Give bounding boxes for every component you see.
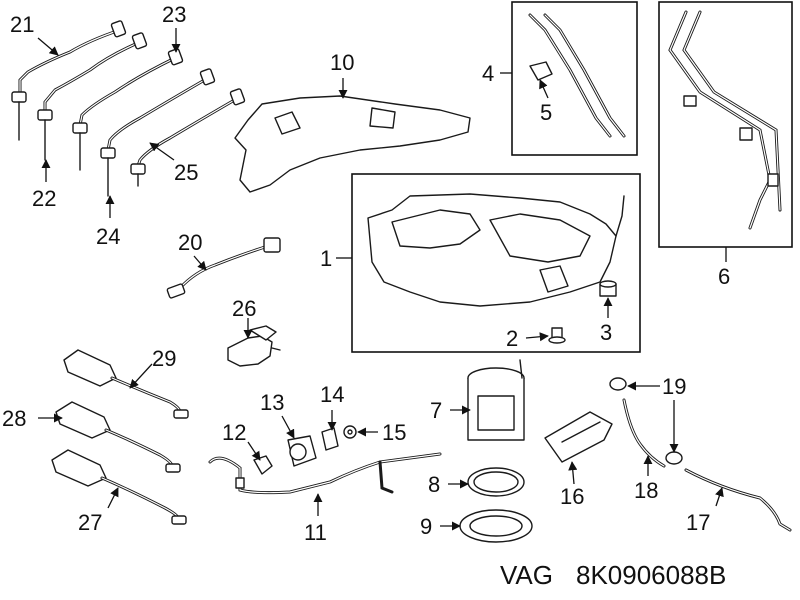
fuel-line-box-frame xyxy=(511,1,638,156)
nox-sensor-29 xyxy=(63,349,189,419)
clip-5 xyxy=(529,61,553,81)
callout-26: 26 xyxy=(232,296,256,321)
footer-brand: VAG xyxy=(500,560,553,590)
exhaust-temp-sensor-21 xyxy=(11,20,127,141)
leader-5 xyxy=(539,79,549,99)
callout-18: 18 xyxy=(634,478,658,503)
callout-16: 16 xyxy=(560,484,584,509)
callout-15: 15 xyxy=(382,420,406,445)
wiring-harness-11 xyxy=(208,452,442,495)
exhaust-temp-sensor-25 xyxy=(130,88,246,187)
leader-27 xyxy=(107,487,119,509)
leader-25 xyxy=(149,142,175,161)
callout-13: 13 xyxy=(260,390,284,415)
fuel-tank xyxy=(367,193,625,307)
callout-3: 3 xyxy=(600,320,612,345)
callout-8: 8 xyxy=(428,472,440,497)
fuel-pump-7 xyxy=(467,359,525,441)
control-module-16 xyxy=(544,411,613,463)
fuel-line-assembly-6 xyxy=(668,10,782,230)
exhaust-temp-sensor-22 xyxy=(37,32,148,161)
fuel-tank-frame xyxy=(351,173,641,353)
callout-27: 27 xyxy=(78,510,102,535)
leader-29 xyxy=(129,363,153,389)
fuel-line-4 xyxy=(528,13,626,138)
leader-21 xyxy=(37,37,59,56)
hose-18 xyxy=(622,398,666,468)
leader-16 xyxy=(568,461,578,485)
pressure-sensor-26 xyxy=(227,325,281,367)
callout-17: 17 xyxy=(686,510,710,535)
callout-12: 12 xyxy=(222,420,246,445)
leader-17 xyxy=(715,487,724,507)
o2-sensor-20 xyxy=(166,237,281,299)
callout-23: 23 xyxy=(162,2,186,27)
callout-1: 1 xyxy=(320,246,332,271)
exhaust-temp-sensor-24 xyxy=(100,68,216,197)
callout-21: 21 xyxy=(10,12,34,37)
drain-plug-2 xyxy=(548,327,566,344)
callout-11: 11 xyxy=(304,520,327,545)
callout-4: 4 xyxy=(482,61,494,86)
leader-20 xyxy=(193,255,207,271)
seal-15 xyxy=(343,425,357,439)
callout-14: 14 xyxy=(320,382,344,407)
callout-9: 9 xyxy=(420,514,432,539)
fuel-pump-relay-12 xyxy=(253,455,273,475)
callout-2: 2 xyxy=(506,326,518,351)
callout-25: 25 xyxy=(174,160,198,185)
callout-22: 22 xyxy=(32,186,56,211)
leader-2 xyxy=(525,332,549,342)
rubber-mount-3 xyxy=(599,280,617,297)
callout-7: 7 xyxy=(430,398,442,423)
fuel-line-assembly-frame xyxy=(658,1,793,248)
callout-24: 24 xyxy=(96,224,120,249)
lock-ring-9 xyxy=(459,509,533,543)
leader-13 xyxy=(281,415,295,439)
callout-20: 20 xyxy=(178,230,202,255)
nox-sensor-28 xyxy=(55,401,181,473)
callout-5: 5 xyxy=(540,100,552,125)
callout-29: 29 xyxy=(152,346,176,371)
footer-part-number: 8K0906088B xyxy=(576,560,726,590)
leader-12 xyxy=(247,441,261,461)
nox-sensor-27 xyxy=(51,449,187,525)
bracket-14 xyxy=(321,427,339,451)
callout-28: 28 xyxy=(2,406,26,431)
hose-17 xyxy=(684,468,792,532)
seal-ring-8 xyxy=(467,467,525,497)
callout-10: 10 xyxy=(330,50,354,75)
clamp-19 xyxy=(609,377,683,465)
exhaust-temp-sensor-23 xyxy=(72,48,184,171)
callout-6: 6 xyxy=(718,264,730,289)
fuel-pressure-sensor-13 xyxy=(287,435,317,467)
callout-19: 19 xyxy=(662,374,686,399)
